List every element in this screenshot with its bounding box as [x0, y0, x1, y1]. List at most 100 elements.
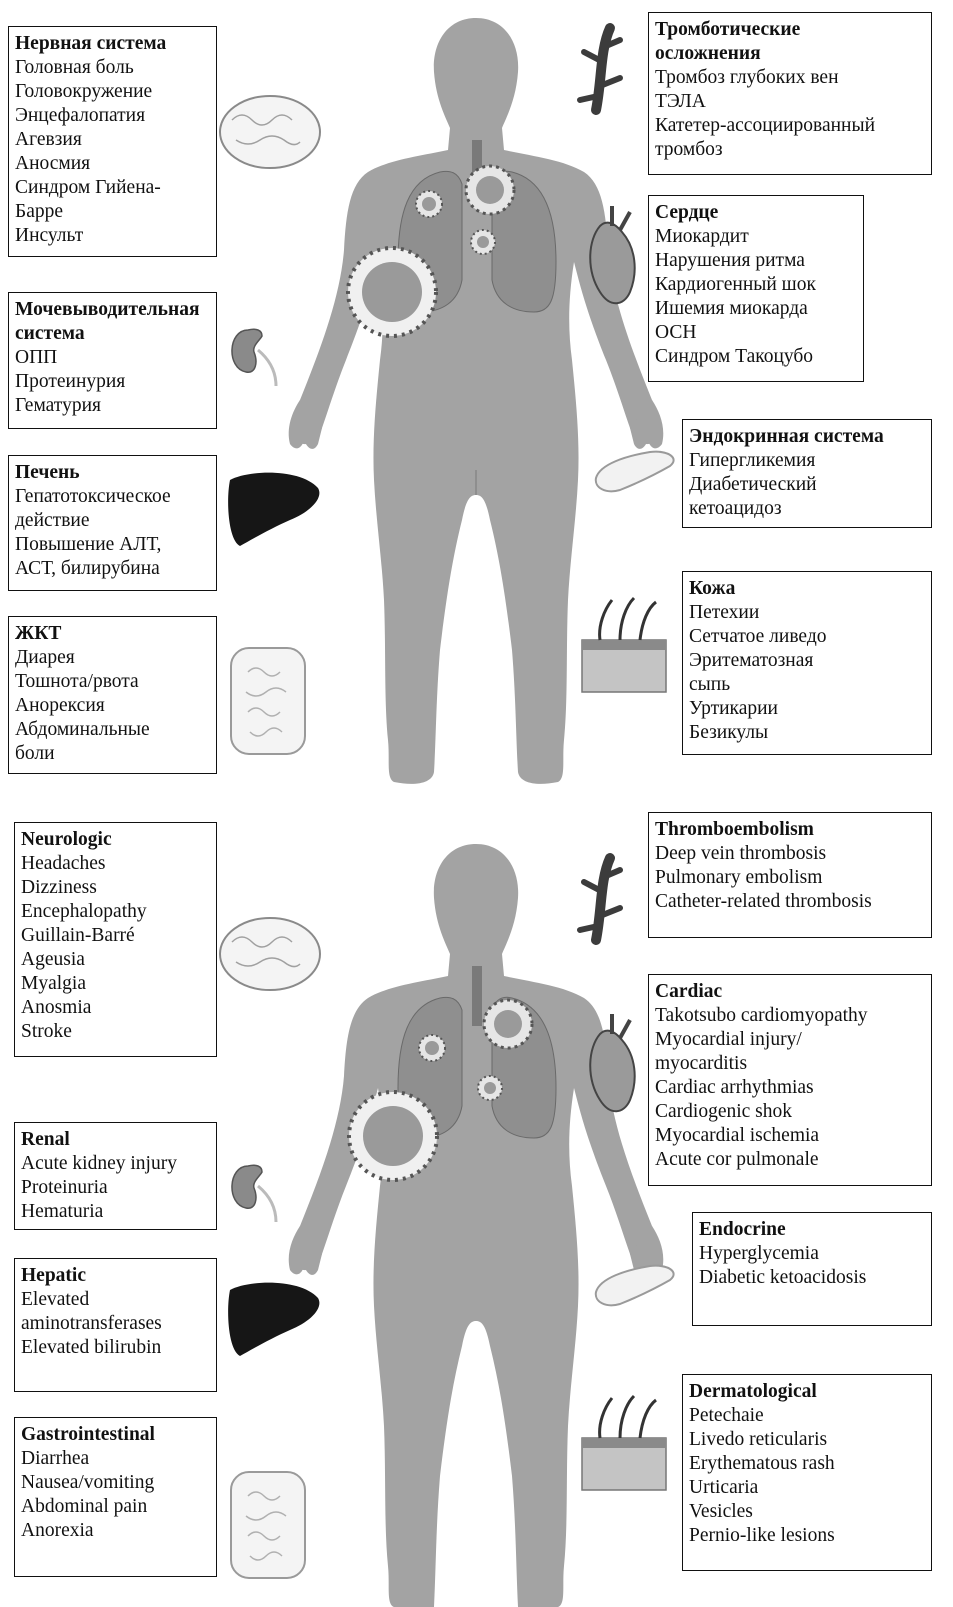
list-item: Catheter-related thrombosis	[655, 890, 925, 914]
derm-box: Dermatological Petechaie Livedo reticula…	[682, 1374, 932, 1571]
box-title: осложнения	[655, 42, 925, 66]
list-item: Синдром Гийена-	[15, 176, 210, 200]
list-item: Hyperglycemia	[699, 1242, 925, 1266]
list-item: Головная боль	[15, 56, 210, 80]
list-item: Сетчатое ливедо	[689, 625, 925, 649]
list-item: Нарушения ритма	[655, 249, 857, 273]
box-title: Эндокринная система	[689, 425, 925, 449]
pancreas-icon	[596, 1266, 674, 1306]
box-title: Cardiac	[655, 980, 925, 1004]
list-item: Elevated bilirubin	[21, 1336, 210, 1360]
box-title: Renal	[21, 1128, 210, 1152]
list-item: Abdominal pain	[21, 1495, 210, 1519]
list-item: Тромбоз глубоких вен	[655, 66, 925, 90]
skin-icon	[582, 1396, 666, 1490]
box-title: Тромботические	[655, 18, 925, 42]
brain-icon	[220, 918, 320, 990]
list-item: Ageusia	[21, 948, 210, 972]
list-item: Anorexia	[21, 1519, 210, 1543]
list-item: Протеинурия	[15, 370, 210, 394]
box-title: система	[15, 322, 210, 346]
list-item: Гепатотоксическое	[15, 485, 210, 509]
vessel-icon	[580, 28, 620, 110]
list-item: Абдоминальные	[15, 718, 210, 742]
list-item: Миокардит	[655, 225, 857, 249]
list-item: Барре	[15, 200, 210, 224]
list-item: Cardiogenic shok	[655, 1100, 925, 1124]
list-item: Ишемия миокарда	[655, 297, 857, 321]
list-item: Повышение АЛТ,	[15, 533, 210, 557]
list-item: Headaches	[21, 852, 210, 876]
box-title: Сердце	[655, 201, 857, 225]
list-item: aminotransferases	[21, 1312, 210, 1336]
list-item: Proteinuria	[21, 1176, 210, 1200]
list-item: Pulmonary embolism	[655, 866, 925, 890]
list-item: Acute cor pulmonale	[655, 1148, 925, 1172]
list-item: Elevated	[21, 1288, 210, 1312]
intestine-icon	[231, 648, 305, 754]
list-item: Anosmia	[21, 996, 210, 1020]
renal-box: Renal Acute kidney injury Proteinuria He…	[14, 1122, 217, 1230]
list-item: Diarrhea	[21, 1447, 210, 1471]
list-item: Гематурия	[15, 394, 210, 418]
list-item: Эритематозная	[689, 649, 925, 673]
list-item: Livedo reticularis	[689, 1428, 925, 1452]
box-title: Мочевыводительная	[15, 298, 210, 322]
list-item: Hematuria	[21, 1200, 210, 1224]
thrombo-box: Thromboembolism Deep vein thrombosis Pul…	[648, 812, 932, 938]
hepatic-box: Печень Гепатотоксическое действие Повыше…	[8, 455, 217, 591]
human-body-figure	[289, 844, 664, 1607]
neuro-box: Нервная система Головная боль Головокруж…	[8, 26, 217, 257]
list-item: Nausea/vomiting	[21, 1471, 210, 1495]
list-item: Уртикарии	[689, 697, 925, 721]
box-title: Dermatological	[689, 1380, 925, 1404]
list-item: Myocardial ischemia	[655, 1124, 925, 1148]
list-item: Диабетический	[689, 473, 925, 497]
list-item: Гипергликемия	[689, 449, 925, 473]
list-item: Тошнота/рвота	[15, 670, 210, 694]
liver-icon	[228, 473, 319, 546]
panel-english: Neurologic Headaches Dizziness Encephalo…	[0, 812, 953, 1607]
cardiac-box: Сердце Миокардит Нарушения ритма Кардиог…	[648, 195, 864, 382]
list-item: Катетер-ассоциированный	[655, 114, 925, 138]
hepatic-box: Hepatic Elevated aminotransferases Eleva…	[14, 1258, 217, 1392]
box-title: Endocrine	[699, 1218, 925, 1242]
gi-box: ЖКТ Диарея Тошнота/рвота Анорексия Абдом…	[8, 616, 217, 774]
list-item: боли	[15, 742, 210, 766]
list-item: Takotsubo cardiomyopathy	[655, 1004, 925, 1028]
brain-icon	[220, 96, 320, 168]
list-item: ТЭЛА	[655, 90, 925, 114]
list-item: Петехии	[689, 601, 925, 625]
list-item: АСТ, билирубина	[15, 557, 210, 581]
list-item: Диарея	[15, 646, 210, 670]
list-item: Myalgia	[21, 972, 210, 996]
kidney-icon	[232, 329, 276, 386]
derm-box: Кожа Петехии Сетчатое ливедо Эритематозн…	[682, 571, 932, 755]
list-item: myocarditis	[655, 1052, 925, 1076]
box-title: Hepatic	[21, 1264, 210, 1288]
list-item: Синдром Такоцубо	[655, 345, 857, 369]
list-item: Dizziness	[21, 876, 210, 900]
list-item: Анорексия	[15, 694, 210, 718]
list-item: Encephalopathy	[21, 900, 210, 924]
box-title: Neurologic	[21, 828, 210, 852]
list-item: Pernio-like lesions	[689, 1524, 925, 1548]
list-item: Petechaie	[689, 1404, 925, 1428]
box-title: Кожа	[689, 577, 925, 601]
cardiac-box: Cardiac Takotsubo cardiomyopathy Myocard…	[648, 974, 932, 1186]
endocrine-box: Endocrine Hyperglycemia Diabetic ketoaci…	[692, 1212, 932, 1326]
list-item: Агевзия	[15, 128, 210, 152]
list-item: Erythematous rash	[689, 1452, 925, 1476]
box-title: ЖКТ	[15, 622, 210, 646]
intestine-icon	[231, 1472, 305, 1578]
list-item: Guillain-Barré	[21, 924, 210, 948]
pancreas-icon	[596, 452, 674, 492]
vessel-icon	[580, 858, 620, 940]
list-item: тромбоз	[655, 138, 925, 162]
list-item: действие	[15, 509, 210, 533]
neuro-box: Neurologic Headaches Dizziness Encephalo…	[14, 822, 217, 1057]
list-item: ОСН	[655, 321, 857, 345]
list-item: Головокружение	[15, 80, 210, 104]
renal-box: Мочевыводительная система ОПП Протеинури…	[8, 292, 217, 429]
list-item: Безикулы	[689, 721, 925, 745]
